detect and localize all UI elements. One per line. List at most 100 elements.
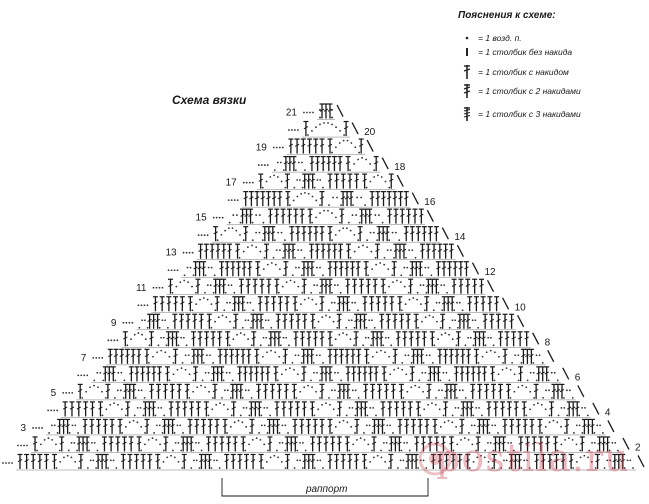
chain-dot xyxy=(357,158,360,161)
double-crochet-stitch xyxy=(417,261,423,277)
chain-dot xyxy=(48,432,50,434)
chain-dot xyxy=(35,427,37,429)
chain-dot xyxy=(323,209,325,212)
chain-dot xyxy=(285,281,288,284)
chain-dot xyxy=(471,443,474,446)
double-crochet-stitch xyxy=(181,453,187,469)
chain-dot xyxy=(365,186,368,189)
chain-dot xyxy=(436,432,438,434)
chain-dot xyxy=(365,158,368,161)
chain-dot xyxy=(391,231,394,234)
double-crochet-stitch xyxy=(589,418,595,434)
double-crochet-stitch xyxy=(306,453,312,469)
slip-stitch-mark xyxy=(592,402,600,415)
chain-dot xyxy=(158,286,161,289)
chain-dot xyxy=(327,209,329,212)
double-crochet-stitch xyxy=(83,401,89,417)
chain-dot xyxy=(299,390,302,393)
chain-dot xyxy=(346,421,349,424)
double-crochet-stitch xyxy=(285,453,291,469)
double-crochet-stitch xyxy=(341,383,347,399)
double-crochet-stitch xyxy=(398,191,404,207)
chain-dot xyxy=(487,460,490,463)
chain-dot xyxy=(297,129,299,131)
double-crochet-stitch xyxy=(69,401,75,417)
row-number-label: 3 xyxy=(21,423,27,434)
double-crochet-stitch xyxy=(414,436,420,452)
chain-dot xyxy=(251,239,254,242)
double-crochet-stitch xyxy=(212,436,218,452)
chain-dot xyxy=(299,441,301,444)
chain-dot xyxy=(514,354,517,357)
double-crochet-stitch xyxy=(540,366,546,382)
chain-dot xyxy=(180,449,183,452)
chain-dot xyxy=(226,301,228,304)
chain-dot xyxy=(176,368,179,371)
double-crochet-stitch xyxy=(425,243,431,259)
chain-dot xyxy=(557,414,560,417)
double-crochet-stitch xyxy=(155,383,161,399)
chain-dot xyxy=(458,389,461,392)
double-crochet-stitch xyxy=(170,331,175,347)
chain-dot xyxy=(168,355,171,358)
chain-dot xyxy=(121,432,123,434)
double-crochet-stitch xyxy=(122,331,128,347)
double-crochet-stitch xyxy=(424,418,430,434)
chain-dot xyxy=(342,332,344,334)
double-crochet-stitch xyxy=(327,331,333,347)
double-crochet-stitch xyxy=(293,208,299,224)
chain-dot xyxy=(392,432,394,434)
double-crochet-stitch xyxy=(413,261,419,277)
chain-dot xyxy=(335,216,337,219)
double-crochet-stitch xyxy=(347,453,353,469)
chain-dot xyxy=(470,424,473,427)
chain-dot xyxy=(312,111,314,114)
chain-dot xyxy=(525,414,528,417)
double-crochet-stitch xyxy=(340,296,346,312)
chain-dot xyxy=(154,414,157,417)
chain-dot xyxy=(300,249,303,252)
chain-dot xyxy=(575,460,578,463)
double-crochet-stitch xyxy=(319,296,325,312)
chain-dot xyxy=(375,414,377,417)
double-crochet-stitch xyxy=(180,436,186,452)
double-crochet-stitch xyxy=(159,296,165,312)
chain-dot xyxy=(409,274,412,277)
chain-dot xyxy=(81,397,84,399)
chain-dot xyxy=(533,397,536,399)
chain-dot xyxy=(288,204,291,207)
chain-dot xyxy=(383,263,386,266)
chain-dot xyxy=(336,196,338,199)
chain-dot xyxy=(195,303,198,306)
double-crochet-stitch xyxy=(319,331,325,347)
chain-dot xyxy=(526,379,529,382)
chain-dot xyxy=(606,459,609,462)
double-crochet-stitch xyxy=(291,155,297,172)
chain-dot xyxy=(399,281,402,284)
chain-dot xyxy=(180,367,183,370)
double-crochet-stitch xyxy=(191,331,197,347)
chain-dot xyxy=(540,403,543,406)
double-crochet-stitch xyxy=(326,155,332,172)
chain-dot xyxy=(55,467,58,469)
double-crochet-stitch xyxy=(443,401,449,417)
chain-dot xyxy=(313,467,316,469)
chain-dot xyxy=(384,291,387,294)
double-crochet-stitch xyxy=(371,418,377,434)
chain-dot xyxy=(440,333,443,336)
double-crochet-stitch xyxy=(225,331,231,347)
double-crochet-stitch xyxy=(368,366,374,382)
double-crochet-stitch xyxy=(136,348,142,364)
double-crochet-stitch xyxy=(24,453,30,469)
chain-dot xyxy=(71,424,74,427)
double-crochet-stitch xyxy=(131,383,137,399)
double-crochet-stitch xyxy=(358,278,364,294)
chain-dot xyxy=(468,467,471,469)
chain-dot xyxy=(406,441,408,444)
chain-dot xyxy=(424,371,427,374)
chain-dot xyxy=(281,424,284,427)
double-crochet-stitch xyxy=(326,243,332,259)
chain-dot xyxy=(247,319,250,322)
double-crochet-stitch xyxy=(537,418,543,434)
double-crochet-stitch xyxy=(327,138,333,154)
